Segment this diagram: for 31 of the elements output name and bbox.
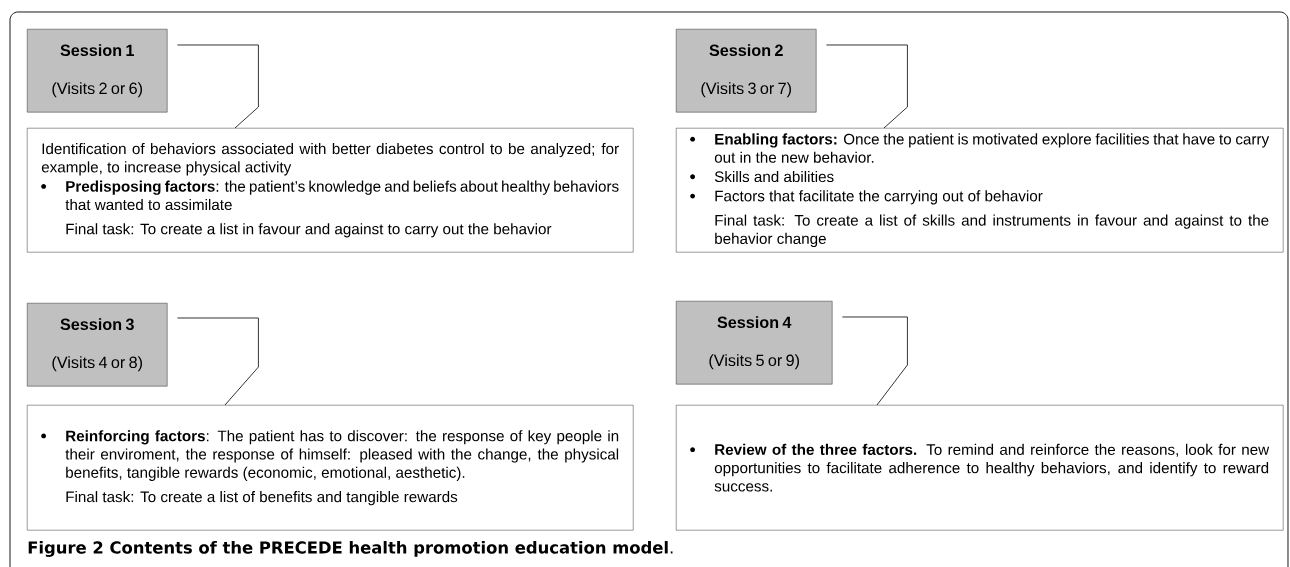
session-box — [676, 301, 833, 385]
visits-label: (Visits 2 or 6) — [52, 82, 142, 98]
visits-label: (Visits 5 or 9) — [709, 354, 799, 370]
visits-label: (Visits 3 or 7) — [701, 82, 791, 98]
connector-line — [177, 44, 259, 129]
session-heading: Session 4 — [717, 316, 792, 329]
session-box — [27, 303, 168, 387]
final-task-text: Final task: To create a list of skills and instruments in favour and against to the behavior change — [715, 214, 1269, 248]
connector-line — [826, 44, 908, 129]
connector-line — [842, 316, 908, 406]
paragraph: Identification of behaviors associated with better diabetes control to be analyzed; for example, to increase physical activity — [41, 143, 619, 176]
session-box — [676, 29, 817, 113]
bullet-item: Predisposing factors: the patient’s knowledge and beliefs about healthy behaviors that wanted to assimilate — [41, 180, 619, 211]
session-heading: Session 1 — [60, 44, 134, 57]
session-heading: Session 3 — [60, 318, 134, 331]
bullet-item: Reinforcing factors: The patient has to discover: the response of key people in their enviroment, the response of himself: pleased with the change, the physical benefits, tangible rewards (economic, emotional, aesthetic). — [41, 430, 619, 481]
final-task-text: Final task: To create a list in favour and against to carry out the behavior — [66, 223, 552, 238]
visits-label: (Visits 4 or 8) — [52, 356, 142, 372]
bullet-item: Enabling factors: Once the patient is motivated explore facilities that have to carry out in the new behavior. — [690, 133, 1270, 163]
figure-caption: Figure 2 Contents of the PRECEDE health promotion education model. — [28, 541, 673, 557]
bullet-item: Factors that facilitate the carrying out of behavior — [690, 190, 1043, 205]
final-task-text: Final task: To create a list of benefits and tangible rewards — [66, 491, 458, 506]
text-box — [27, 128, 634, 253]
bullet-item: Review of the three factors. To remind and reinforce the reasons, look for new opportunities to facilitate adherence to healthy behaviors, and identify to reward success. — [690, 443, 1270, 492]
session-box — [27, 29, 168, 113]
text-box — [676, 405, 1284, 531]
bullet-item: Skills and abilities — [690, 170, 834, 183]
text-box — [27, 405, 634, 531]
session-heading: Session 2 — [709, 44, 783, 57]
text-box — [676, 128, 1284, 253]
connector-line — [177, 317, 259, 406]
